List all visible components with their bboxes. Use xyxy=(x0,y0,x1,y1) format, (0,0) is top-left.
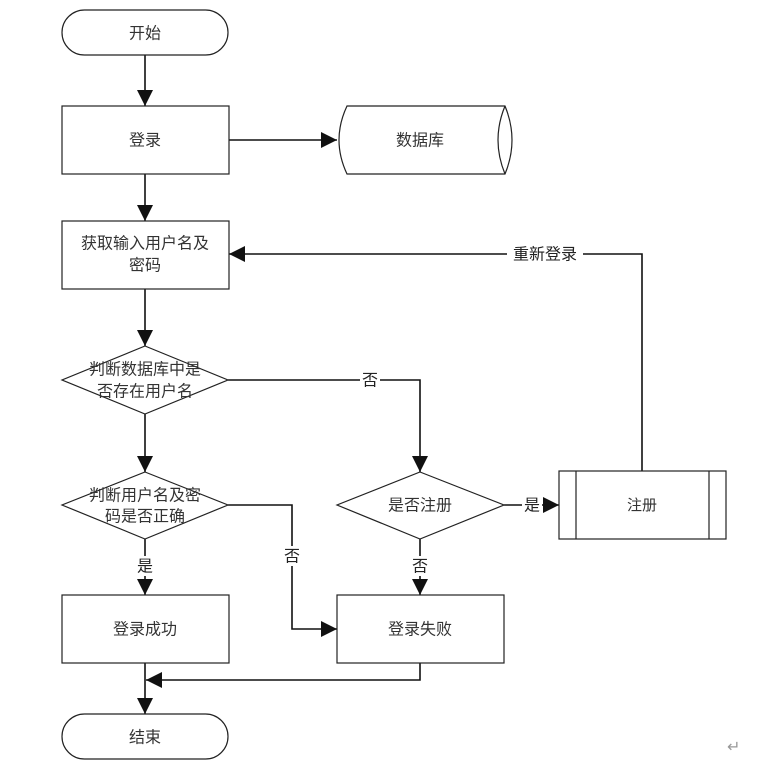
edge-label-user-not-exists: 否 xyxy=(362,371,378,390)
edge-relogin xyxy=(229,246,643,471)
node-is-register: 是否注册 xyxy=(335,471,506,540)
edge-label-password-wrong: 否 xyxy=(284,547,300,566)
edge-label-register-no: 否 xyxy=(412,557,428,576)
node-login-fail: 登录失败 xyxy=(336,594,505,664)
node-database-label: 数据库 xyxy=(396,131,444,150)
node-get-input-label-line1: 获取输入用户名及 xyxy=(81,234,209,253)
node-get-input: 获取输入用户名及 密码 xyxy=(61,220,230,290)
node-end-label: 结束 xyxy=(129,728,161,747)
node-login-success-label: 登录成功 xyxy=(113,620,177,639)
node-register-label: 注册 xyxy=(627,496,657,514)
node-check-user-exists-label-line1: 判断数据库中是 xyxy=(89,360,201,379)
node-login-success: 登录成功 xyxy=(61,594,230,664)
edge-labels: 否 重新登录 是 是 否 否 xyxy=(135,244,583,576)
edge-password-wrong xyxy=(228,504,337,637)
node-is-register-label: 是否注册 xyxy=(388,496,452,515)
node-check-password-label-line2: 码是否正确 xyxy=(105,507,185,526)
node-register: 注册 xyxy=(558,470,727,540)
edge-label-password-correct: 是 xyxy=(137,557,153,576)
edge-label-relogin: 重新登录 xyxy=(513,245,577,264)
node-check-user-exists: 判断数据库中是 否存在用户名 xyxy=(60,345,230,415)
node-login-fail-label: 登录失败 xyxy=(388,620,452,639)
paragraph-mark-icon: ↵ xyxy=(727,737,740,756)
node-check-password-label-line1: 判断用户名及密 xyxy=(89,486,201,505)
node-database: 数据库 xyxy=(338,105,513,175)
node-check-user-exists-label-line2: 否存在用户名 xyxy=(97,382,193,401)
edge-user-not-exists xyxy=(228,379,428,472)
node-start: 开始 xyxy=(61,9,229,56)
node-login-label: 登录 xyxy=(129,131,161,150)
node-login: 登录 xyxy=(61,105,230,175)
node-get-input-label-line2: 密码 xyxy=(129,256,161,275)
node-end: 结束 xyxy=(61,713,229,760)
edge-fail-to-merge xyxy=(146,663,421,688)
edge-label-register-yes: 是 xyxy=(524,496,540,515)
node-start-label: 开始 xyxy=(129,24,161,43)
node-check-password: 判断用户名及密 码是否正确 xyxy=(60,471,230,540)
edges xyxy=(137,55,643,714)
